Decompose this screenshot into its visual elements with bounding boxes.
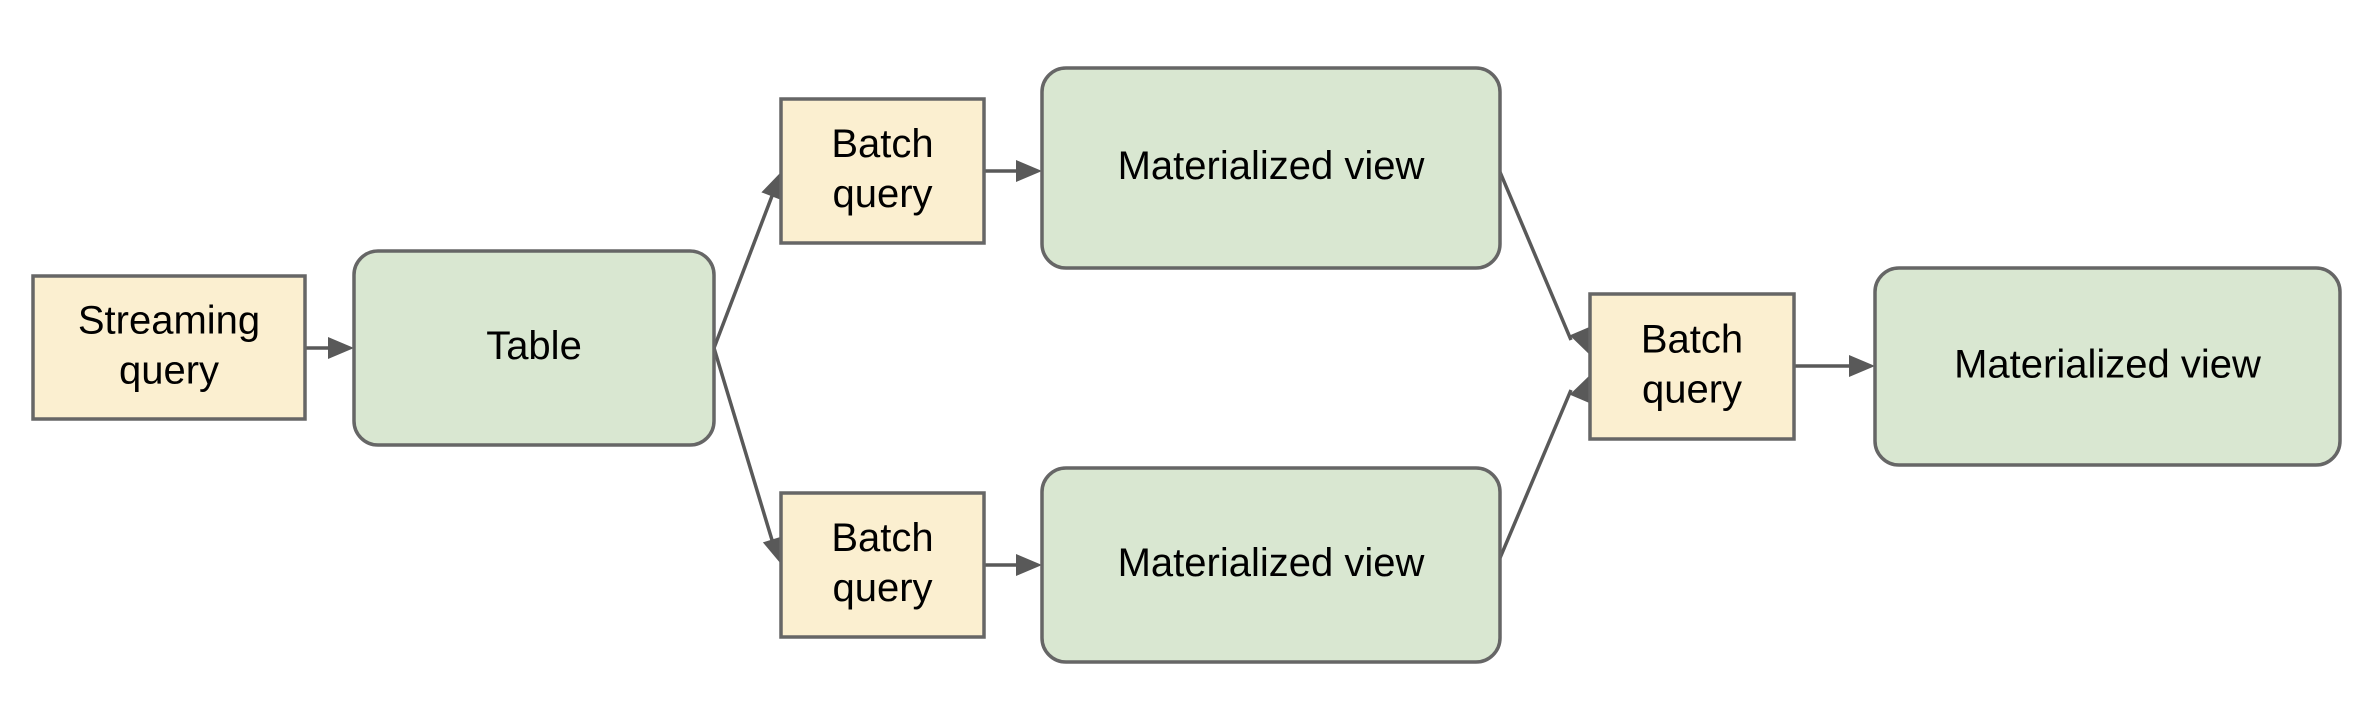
- arrowhead-icon: [1569, 375, 1590, 404]
- arrowhead-icon: [328, 337, 354, 359]
- batch-query-top-node[interactable]: Batch query: [779, 97, 986, 245]
- edge-materialized-view-top-to-batch-query-merge: [1498, 171, 1590, 355]
- batch-query-merge-node-shape: [1588, 292, 1796, 441]
- arrowhead-icon: [1849, 355, 1875, 377]
- streaming-query-node-label-line: Streaming: [78, 298, 260, 342]
- materialized-view-top-node[interactable]: Materialized view: [1040, 66, 1502, 270]
- table-node-shape: [352, 249, 716, 447]
- batch-query-merge-node-label-line: Batch: [1641, 317, 1743, 361]
- arrowhead-icon: [1016, 160, 1042, 182]
- arrowhead-icon: [1016, 554, 1042, 576]
- materialized-view-final-node-label: Materialized view: [1954, 342, 2261, 386]
- edge-materialized-view-bottom-to-batch-query-merge-line: [1498, 389, 1573, 559]
- edge-table-to-batch-query-bottom: [712, 347, 784, 564]
- materialized-view-bottom-node[interactable]: Materialized view: [1040, 466, 1502, 664]
- batch-query-bottom-node-label-line: Batch: [831, 516, 933, 560]
- streaming-query-node-label-line: query: [119, 348, 219, 392]
- materialized-view-final-node[interactable]: Materialized view: [1873, 266, 2342, 467]
- batch-query-bottom-node-label-line: query: [832, 566, 932, 610]
- arrowhead-icon: [762, 535, 784, 564]
- edge-batch-query-merge-to-materialized-view-final: [1794, 355, 1875, 377]
- materialized-view-bottom-node-label-line: Materialized view: [1118, 541, 1425, 585]
- table-node-label-line: Table: [486, 324, 582, 368]
- edge-batch-query-bottom-to-materialized-view-bottom: [984, 554, 1042, 576]
- table-node[interactable]: Table: [352, 249, 716, 447]
- materialized-view-bottom-node-shape: [1040, 466, 1502, 664]
- materialized-view-bottom-node-label: Materialized view: [1118, 541, 1425, 585]
- edge-table-to-batch-query-top-line: [712, 195, 774, 349]
- streaming-query-node-label: Streaming query: [78, 298, 260, 392]
- edge-materialized-view-bottom-to-batch-query-merge: [1498, 375, 1590, 559]
- arrowhead-icon: [1569, 326, 1590, 355]
- edge-table-to-batch-query-bottom-line: [712, 347, 774, 541]
- arrowhead-icon: [761, 172, 782, 201]
- edge-table-to-batch-query-top: [712, 172, 782, 349]
- materialized-view-final-node-label-line: Materialized view: [1954, 342, 2261, 386]
- batch-query-top-node-label-line: Batch: [831, 122, 933, 166]
- edge-materialized-view-top-to-batch-query-merge-line: [1498, 171, 1573, 341]
- streaming-query-node-shape: [31, 274, 307, 421]
- batch-query-bottom-node[interactable]: Batch query: [779, 491, 986, 639]
- batch-query-merge-node-label-line: query: [1642, 367, 1742, 411]
- materialized-view-top-node-shape: [1040, 66, 1502, 270]
- batch-query-top-node-shape: [779, 97, 986, 245]
- batch-query-top-node-label-line: query: [832, 172, 932, 216]
- batch-query-merge-node-label: Batch query: [1641, 317, 1743, 411]
- edge-streaming-query-to-table: [306, 337, 354, 359]
- materialized-view-top-node-label-line: Materialized view: [1118, 144, 1425, 188]
- edges-layer: [306, 160, 1875, 576]
- batch-query-bottom-node-shape: [779, 491, 986, 639]
- materialized-view-final-node-shape: [1873, 266, 2342, 467]
- materialized-view-top-node-label: Materialized view: [1118, 144, 1425, 188]
- table-node-label: Table: [486, 324, 582, 368]
- streaming-query-node[interactable]: Streaming query: [31, 274, 307, 421]
- batch-query-merge-node[interactable]: Batch query: [1588, 292, 1796, 441]
- batch-query-bottom-node-label: Batch query: [831, 516, 933, 610]
- edge-batch-query-top-to-materialized-view-top: [984, 160, 1042, 182]
- batch-query-top-node-label: Batch query: [831, 122, 933, 216]
